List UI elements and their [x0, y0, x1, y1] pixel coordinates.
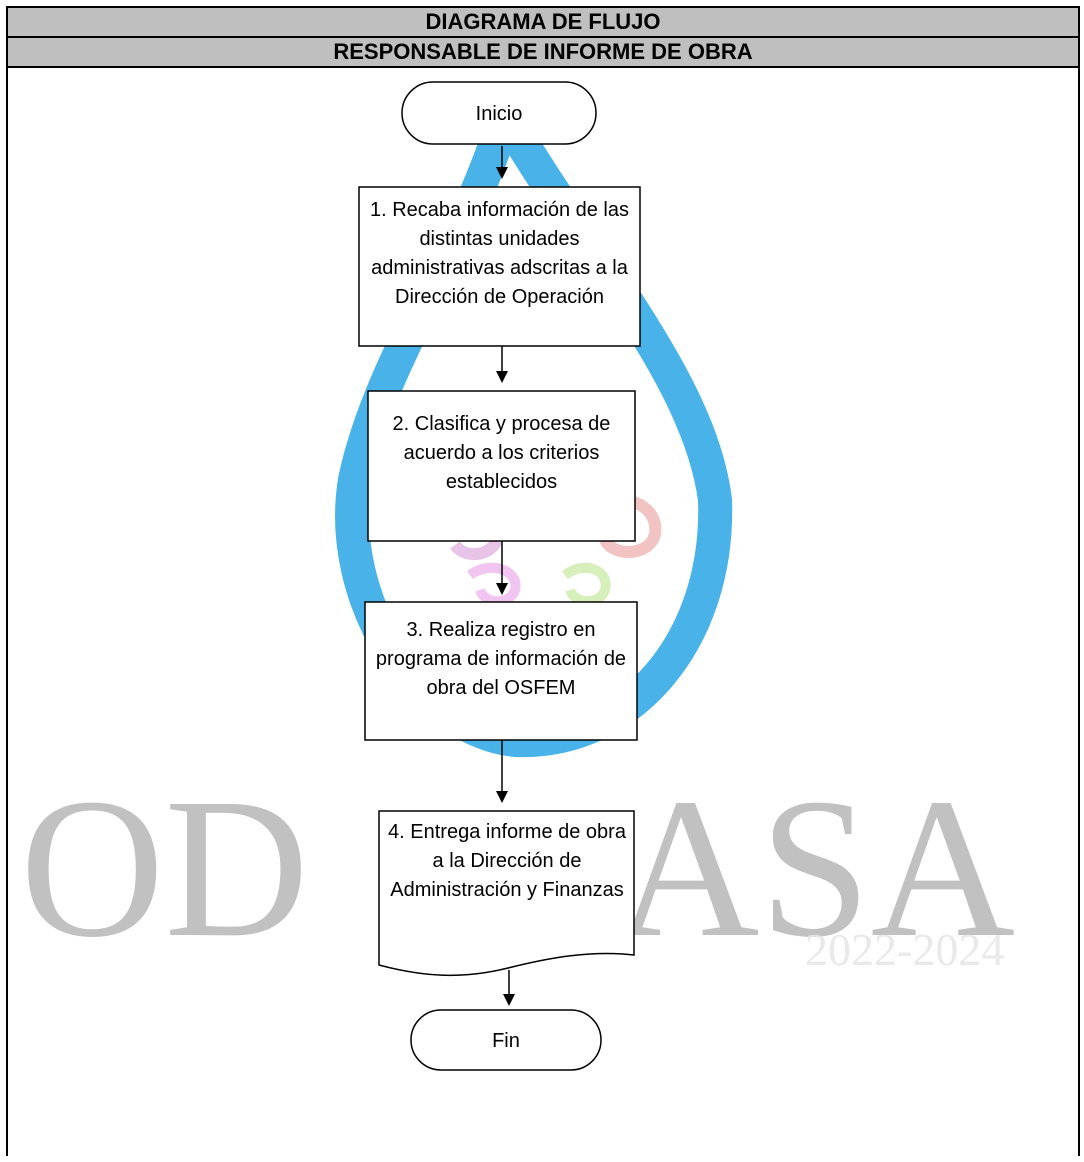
watermark-swirl-3 — [467, 562, 521, 607]
step-2-text: 2. Clasifica y procesa de acuerdo a los … — [392, 413, 611, 493]
watermark-swirl-4 — [562, 562, 611, 607]
end-terminator — [410, 1009, 602, 1071]
watermark-text-right: ASA — [615, 758, 1015, 979]
watermark-logo: OD ASA 2022-2024 — [20, 98, 1015, 979]
step-1-text: 1. Recaba información de las distintas u… — [369, 199, 630, 308]
diagram-subtitle: RESPONSABLE DE INFORME DE OBRA — [6, 36, 1080, 68]
start-terminator — [401, 81, 597, 145]
step-1-box — [358, 186, 641, 347]
diagram-frame — [6, 6, 1080, 1156]
watermark-years: 2022-2024 — [805, 924, 1004, 975]
step-2-box — [367, 390, 636, 542]
step-4-text: 4. Entrega informe de obra a la Direcció… — [388, 821, 626, 901]
step-3-text: 3. Realiza registro en programa de infor… — [375, 619, 627, 699]
start-label: Inicio — [476, 103, 523, 125]
watermark-text-left: OD — [20, 758, 309, 979]
step-3-box — [364, 601, 638, 741]
step-4-document — [378, 810, 635, 977]
end-label: Fin — [492, 1030, 520, 1052]
